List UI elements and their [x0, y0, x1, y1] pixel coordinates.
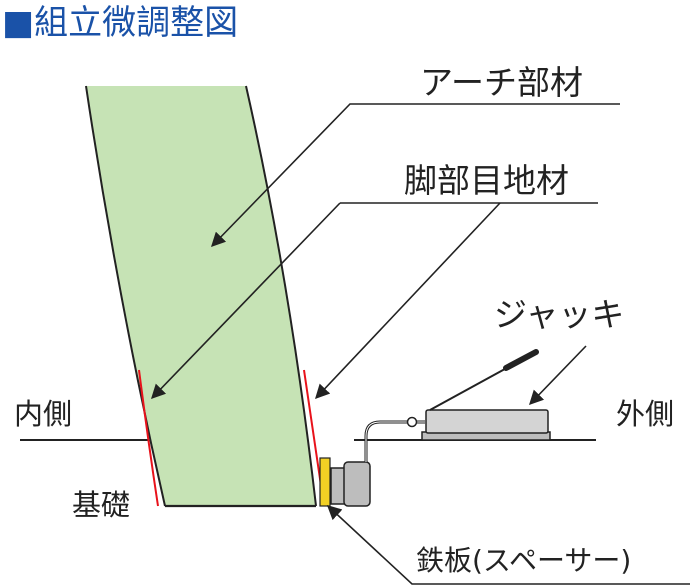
leader-jack [528, 345, 587, 406]
hydraulic-hose-inner [365, 421, 425, 462]
arch-member-right-edge [245, 85, 317, 507]
label-jack: ジャッキ [494, 295, 624, 334]
joint-material-inner [138, 369, 159, 507]
leader-steel-plate [326, 505, 690, 585]
leader-joint-outer [315, 202, 501, 400]
steel-plate-spacer [319, 457, 331, 507]
label-foundation: 基礎 [72, 488, 130, 522]
leader-arch-member [210, 103, 620, 248]
hydraulic-hose [364, 420, 425, 462]
push-cylinder [343, 461, 371, 507]
label-outer-side: 外側 [616, 397, 674, 431]
jack-pump-handle [429, 363, 515, 411]
label-foot-joint-material: 脚部目地材 [404, 161, 569, 200]
jack-handle-grip [503, 349, 539, 371]
jack-pump-body [425, 409, 549, 434]
hose-connector [406, 416, 418, 428]
label-steel-plate: 鉄板(スペーサー) [416, 544, 631, 577]
leader-joint-inner [151, 202, 341, 400]
push-block [330, 467, 346, 505]
arch-member-left-edge [85, 85, 166, 507]
label-arch-member: アーチ部材 [420, 63, 583, 102]
label-inner-side: 内側 [14, 397, 72, 431]
diagram-title: ■組立微調整図 [2, 3, 238, 43]
